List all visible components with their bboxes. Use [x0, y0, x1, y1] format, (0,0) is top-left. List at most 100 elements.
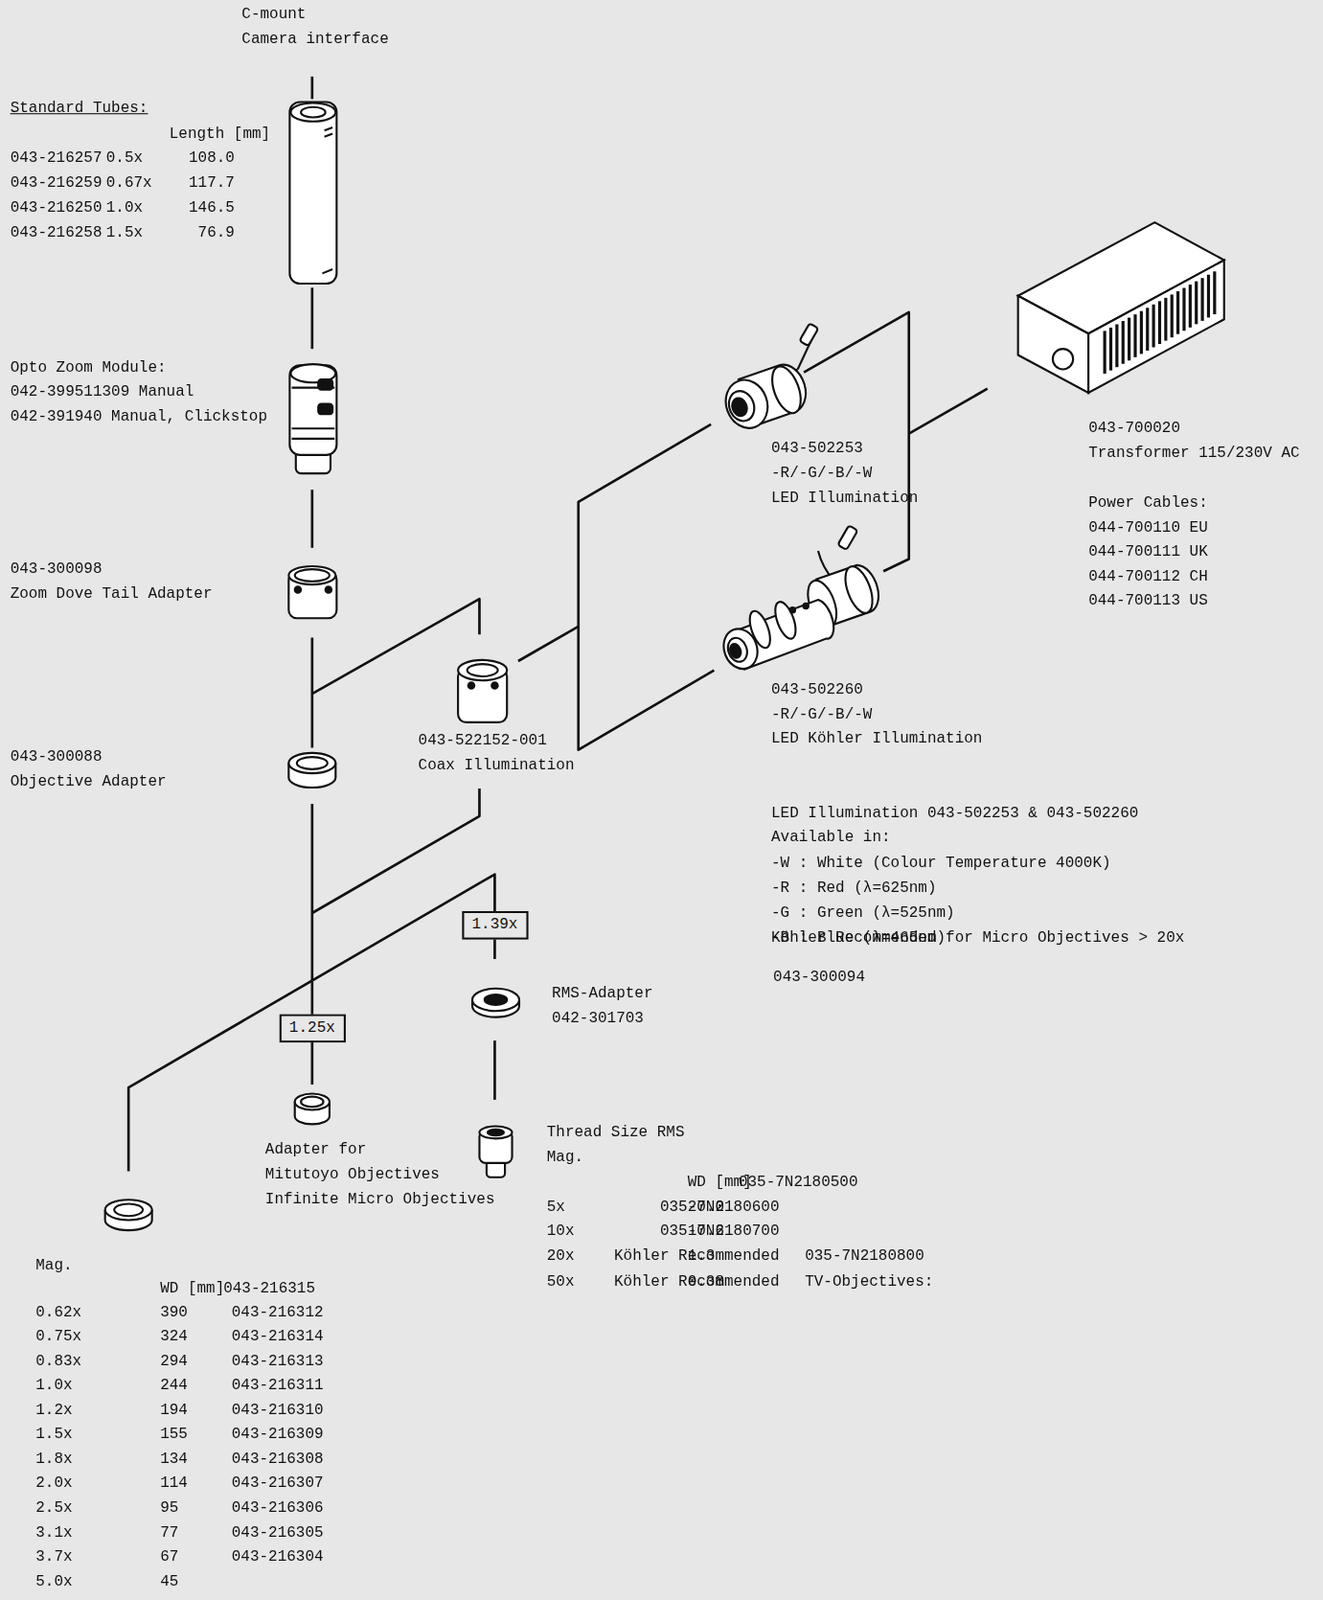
part-label: Köhler Recommended [614, 1272, 780, 1291]
part-label: 035-7N2180600 [660, 1198, 780, 1217]
parts [105, 101, 1225, 1231]
part-label: TV-Objectives: [804, 1272, 934, 1291]
part-label: Köhler Recommended [614, 1248, 780, 1267]
cooling-fin [1182, 288, 1186, 332]
part-label: 035-7N2180700 [660, 1223, 780, 1242]
part-label: 134 [159, 1450, 188, 1469]
cooling-fin [1176, 291, 1180, 335]
part-label: Transformer 115/230V AC [1088, 444, 1300, 463]
part-label: 10x [547, 1223, 575, 1242]
part-label: Infinite Micro Objectives [265, 1191, 496, 1210]
cooling-fin [1121, 320, 1125, 365]
part-label: 043-216307 [231, 1475, 324, 1494]
part-label: 0.67x [106, 174, 153, 193]
part-label: Coax Illumination [418, 756, 575, 776]
part-label: Objective Adapter [10, 773, 167, 792]
part-label: 035-7N2180500 [738, 1174, 859, 1193]
part-label: 3.1x [35, 1524, 72, 1543]
part-label: 390 [159, 1303, 188, 1323]
part-label: 3.7x [35, 1548, 72, 1567]
part-label: 324 [159, 1327, 188, 1346]
part-label: 1.5x [35, 1426, 72, 1445]
part-label: 043-216311 [231, 1376, 324, 1395]
cooling-fin [1133, 314, 1137, 358]
part-label: 294 [159, 1352, 188, 1371]
part-label: 117.7 [188, 174, 235, 193]
part-label: 114 [159, 1475, 188, 1494]
part-label: Thread Size RMS [547, 1123, 685, 1142]
part-label: RMS-Adapter [551, 985, 653, 1004]
magnification-box: 1.39x [461, 911, 528, 940]
part-label: 042-399511309 Manual [10, 383, 195, 402]
part-label: LED Illumination 043-502253 & 043-502260 [771, 804, 1139, 823]
part-label: Available in: [771, 829, 891, 848]
part-label: Mitutoyo Objectives [265, 1165, 440, 1185]
cooling-fin [1194, 281, 1198, 325]
cooling-fin [1152, 304, 1156, 348]
part-label: Köhler Recommended for Micro Objectives … [771, 929, 1185, 948]
cooling-fin [1212, 271, 1216, 315]
cooling-fin [1163, 297, 1167, 342]
part-label: 5.0x [35, 1573, 72, 1592]
part-label: 043-700020 [1088, 420, 1181, 439]
cooling-fin [1109, 327, 1113, 371]
section-heading: Standard Tubes: [10, 99, 149, 118]
part-label: Camera interface [241, 30, 388, 49]
part-label: 76.9 [198, 224, 235, 243]
part-label: 043-216312 [231, 1303, 324, 1323]
part-label: 043-216257 [10, 150, 103, 169]
part-label: WD [mm] [159, 1279, 225, 1299]
part-label: 043-216304 [231, 1548, 324, 1567]
part-label: 043-216315 [223, 1279, 316, 1299]
part-label: 1.0x [35, 1376, 72, 1395]
part-label: Mag. [547, 1148, 584, 1167]
part-label: 0.62x [35, 1303, 82, 1323]
magnification-box: 1.25x [278, 1013, 345, 1043]
part-label: Adapter for [265, 1141, 366, 1161]
part-label: 1.5x [106, 224, 143, 243]
part-label: 043-216258 [10, 224, 103, 243]
cooling-fin [1145, 307, 1149, 351]
part-label: 043-300088 [10, 749, 103, 768]
part-label: 043-216305 [231, 1524, 324, 1543]
part-label: 043-300094 [773, 969, 866, 988]
part-label: Mag. [35, 1256, 72, 1276]
part-label: -R/-G/-B/-W [771, 465, 872, 484]
part-label: 244 [159, 1376, 188, 1395]
part-label: 043-216308 [231, 1450, 324, 1469]
part-label: 0.83x [35, 1352, 82, 1371]
part-label: 77 [159, 1524, 179, 1543]
connection-lines [128, 76, 988, 1172]
part-label: Opto Zoom Module: [10, 359, 167, 378]
part-label: 155 [159, 1426, 188, 1445]
part-label: -G : Green (λ=525nm) [771, 904, 956, 923]
part-label: 043-502260 [771, 681, 864, 700]
part-label: 035-7N2180800 [804, 1248, 925, 1267]
part-label: -W : White (Colour Temperature 4000K) [771, 854, 1112, 873]
part-label: 044-700110 EU [1088, 519, 1209, 538]
part-label: 108.0 [188, 150, 235, 169]
part-label: -R : Red (λ=625nm) [771, 879, 937, 898]
part-label: -R/-G/-B/-W [771, 706, 872, 725]
part-label: 50x [547, 1272, 575, 1291]
part-label: LED Illumination [771, 489, 918, 508]
part-label: 194 [159, 1401, 188, 1420]
part-label: 1.8x [35, 1450, 72, 1469]
cooling-fin [1140, 311, 1143, 355]
part-label: 20x [547, 1248, 575, 1267]
part-label: 042-391940 Manual, Clickstop [10, 408, 268, 427]
cooling-fin [1127, 318, 1131, 362]
part-label: LED Köhler Illumination [771, 729, 982, 749]
part-label: 043-216310 [231, 1401, 324, 1420]
part-label: Zoom Dove Tail Adapter [10, 585, 213, 604]
part-label: 2.0x [35, 1475, 72, 1494]
part-label: 146.5 [188, 199, 235, 218]
part-label: 0.75x [35, 1327, 82, 1346]
magnification-text: 1.39x [471, 915, 518, 934]
part-label: 043-216250 [10, 199, 103, 218]
part-label: 043-502253 [771, 439, 864, 458]
part-label: 5x [547, 1198, 566, 1217]
cooling-fin [1188, 284, 1192, 328]
cooling-fin [1207, 274, 1210, 319]
cooling-fin [1201, 277, 1205, 321]
